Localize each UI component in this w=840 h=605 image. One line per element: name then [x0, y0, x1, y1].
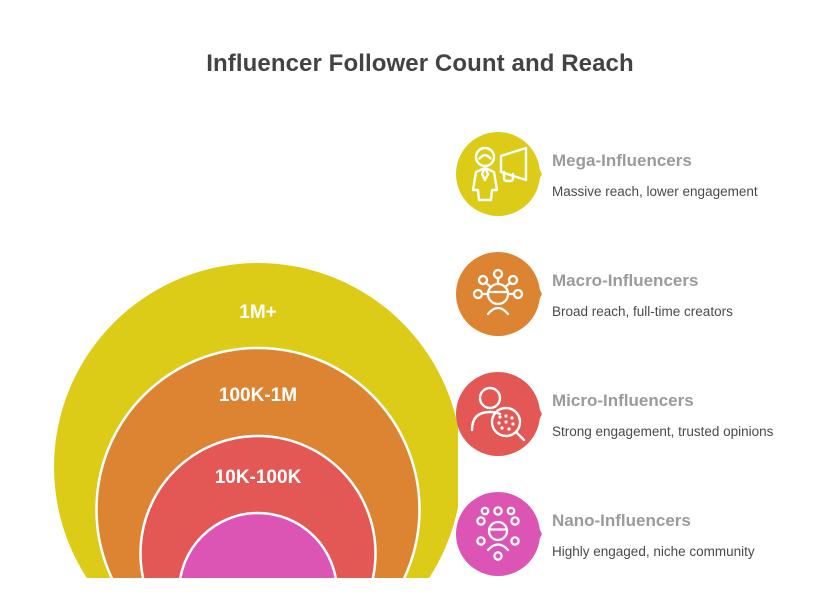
- person-megaphone-icon: [471, 146, 528, 202]
- micro-text-block: Micro-Influencers Strong engagement, tru…: [552, 390, 840, 441]
- speech-bubble-tail: [532, 514, 542, 554]
- legend-desc-macro: Broad reach, full-time creators: [552, 304, 733, 319]
- ring-label-1M+: 1M+: [239, 302, 277, 323]
- legend-list: Mega-Influencers Massive reach, lower en…: [452, 128, 840, 605]
- legend-desc-nano: Highly engaged, niche community: [552, 544, 755, 559]
- legend-title-micro: Micro-Influencers: [552, 391, 694, 410]
- speech-bubble-shape: [456, 252, 540, 336]
- speech-bubble-tail: [532, 394, 542, 434]
- page-title: Influencer Follower Count and Reach: [206, 50, 634, 77]
- legend-desc-micro: Strong engagement, trusted opinions: [552, 424, 774, 439]
- legend-title-nano: Nano-Influencers: [552, 511, 691, 530]
- person-network-icon: [472, 268, 524, 316]
- ring-1K-10K[interactable]: [178, 511, 338, 578]
- legend-item-micro[interactable]: Micro-Influencers Strong engagement, tru…: [452, 368, 840, 488]
- person-magnifier-icon: [470, 386, 526, 442]
- ring-label-100K-1M: 100K-1M: [219, 385, 297, 406]
- legend-item-macro[interactable]: Macro-Influencers Broad reach, full-time…: [452, 248, 840, 368]
- person-community-ring-icon: [476, 506, 520, 561]
- legend-desc-mega: Massive reach, lower engagement: [552, 184, 758, 199]
- legend-item-mega[interactable]: Mega-Influencers Massive reach, lower en…: [452, 128, 840, 248]
- ring-label-10K-100K: 10K-100K: [215, 467, 302, 488]
- legend-item-nano[interactable]: Nano-Influencers Highly engaged, niche c…: [452, 488, 840, 605]
- legend-title-macro: Macro-Influencers: [552, 271, 699, 290]
- nano-badge[interactable]: [452, 488, 544, 580]
- nano-text-block: Nano-Influencers Highly engaged, niche c…: [552, 510, 840, 561]
- legend-title-mega: Mega-Influencers: [552, 151, 692, 170]
- mega-text-block: Mega-Influencers Massive reach, lower en…: [552, 150, 840, 201]
- mega-badge[interactable]: [452, 128, 544, 220]
- macro-badge[interactable]: [452, 248, 544, 340]
- speech-bubble-tail: [532, 154, 542, 194]
- speech-bubble-tail: [532, 274, 542, 314]
- micro-badge[interactable]: [452, 368, 544, 460]
- speech-bubble-shape: [456, 132, 540, 216]
- rings-group: [54, 263, 458, 578]
- macro-text-block: Macro-Influencers Broad reach, full-time…: [552, 270, 840, 321]
- speech-bubble-shape: [456, 492, 540, 576]
